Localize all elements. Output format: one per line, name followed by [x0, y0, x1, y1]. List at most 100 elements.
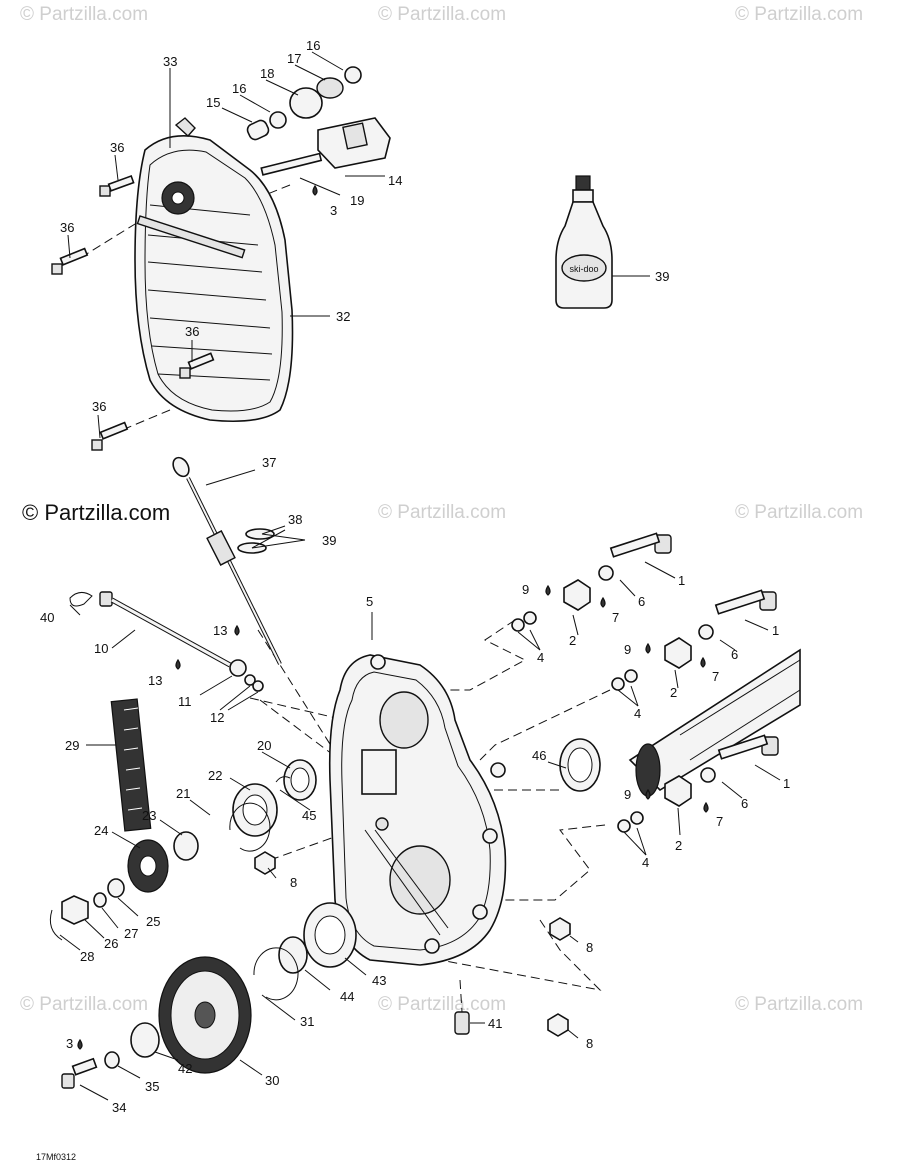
tensioner-parts	[246, 66, 391, 196]
watermark-bottom-right: © Partzilla.com	[735, 994, 863, 1015]
callout-4-b: 4	[634, 706, 641, 721]
watermark-top-right: © Partzilla.com	[735, 4, 863, 25]
housing-lower-bore	[389, 845, 451, 915]
callout-28: 28	[80, 949, 94, 964]
callout-11: 11	[178, 694, 192, 709]
drop-3-top	[312, 184, 318, 196]
callout-31: 31	[300, 1014, 314, 1029]
cover-tab	[174, 117, 196, 138]
watermark-bottom-center: © Partzilla.com	[378, 994, 506, 1015]
callout-7-a: 7	[612, 610, 619, 625]
plug-41	[454, 1011, 470, 1035]
callout-18: 18	[260, 66, 274, 81]
bolt-10-assembly	[69, 591, 264, 692]
callout-4-a: 4	[537, 650, 544, 665]
callout-10: 10	[94, 641, 108, 656]
washer-11	[229, 659, 247, 677]
callout-20: 20	[257, 738, 271, 753]
callout-24: 24	[94, 823, 108, 838]
housing-tensioner-slot	[361, 749, 397, 795]
callout-15: 15	[206, 95, 220, 110]
callout-29: 29	[65, 738, 79, 753]
callout-45: 45	[302, 808, 316, 823]
watermark-mid-right: © Partzilla.com	[735, 502, 863, 523]
nut-2-a	[563, 579, 591, 611]
callout-4-c: 4	[642, 855, 649, 870]
callout-39-b: 39	[322, 533, 336, 548]
callout-13-a: 13	[213, 623, 227, 638]
watermark-top-center: © Partzilla.com	[378, 4, 506, 25]
callout-9-a: 9	[522, 582, 529, 597]
callout-25: 25	[146, 914, 160, 929]
washer-25	[107, 878, 125, 898]
callout-7-b: 7	[712, 669, 719, 684]
callout-23: 23	[142, 808, 156, 823]
callout-9-b: 9	[624, 642, 631, 657]
circlip-21	[229, 802, 271, 852]
housing-upper-bore	[379, 691, 429, 749]
oil-bottle: ski-doo	[555, 175, 650, 309]
callout-36-b: 36	[60, 220, 74, 235]
callout-36-a: 36	[110, 140, 124, 155]
callout-43: 43	[372, 973, 386, 988]
callout-21: 21	[176, 786, 190, 801]
callout-12: 12	[210, 710, 224, 725]
callout-41: 41	[488, 1016, 502, 1031]
washer-35	[104, 1051, 120, 1069]
cotter-40	[69, 592, 93, 607]
lower-sprocket-stack	[61, 902, 357, 1089]
callout-2-c: 2	[675, 838, 682, 853]
spacer-44	[278, 936, 308, 974]
bolt-36-c	[179, 352, 215, 379]
spacer-15	[246, 119, 270, 141]
bolt-36-a	[99, 175, 135, 197]
bolt-19	[260, 152, 323, 176]
nut-26	[61, 895, 89, 925]
cotter-28	[49, 909, 63, 941]
callout-26: 26	[104, 936, 118, 951]
nut-2-c	[664, 775, 692, 807]
callout-16-a: 16	[306, 38, 320, 53]
bearing-18	[289, 87, 323, 119]
callout-27: 27	[124, 926, 138, 941]
callout-16-b: 16	[232, 81, 246, 96]
callout-2-b: 2	[670, 685, 677, 700]
callout-3-b: 3	[66, 1036, 73, 1051]
callout-6-a: 6	[638, 594, 645, 609]
clip-45	[275, 776, 291, 783]
callout-9-c: 9	[624, 787, 631, 802]
callout-22: 22	[208, 768, 222, 783]
callout-36-c: 36	[185, 324, 199, 339]
callout-42: 42	[178, 1061, 192, 1076]
chaincase-housing	[328, 654, 507, 966]
callout-17: 17	[287, 51, 301, 66]
bearing-17	[316, 77, 344, 99]
leader-lines	[59, 51, 781, 1101]
callout-1-c: 1	[783, 776, 790, 791]
axle-splines	[635, 743, 661, 797]
watermark-top-left: © Partzilla.com	[20, 4, 148, 25]
washer-12-b	[252, 680, 264, 692]
bolts-36	[51, 175, 215, 451]
washer-27	[93, 892, 107, 908]
callout-37: 37	[262, 455, 276, 470]
upper-sprocket-stack	[49, 759, 317, 941]
drawing-code: 17Mf0312	[36, 1152, 76, 1162]
nuts-8	[254, 851, 571, 1037]
callout-44: 44	[340, 989, 354, 1004]
chaincase-cover	[134, 117, 294, 423]
spacer-42	[130, 1022, 160, 1058]
callout-19: 19	[350, 193, 364, 208]
washer-16	[269, 111, 287, 129]
washer-16-top	[344, 66, 362, 84]
callout-34: 34	[112, 1100, 126, 1115]
callout-8-b: 8	[586, 940, 593, 955]
bolt-36-d	[91, 421, 129, 451]
callout-38: 38	[288, 512, 302, 527]
chain-29	[110, 698, 152, 832]
mount-bolts	[511, 532, 779, 833]
callout-36-d: 36	[92, 399, 106, 414]
bolt-36-b	[51, 247, 89, 275]
callout-46: 46	[532, 748, 546, 763]
